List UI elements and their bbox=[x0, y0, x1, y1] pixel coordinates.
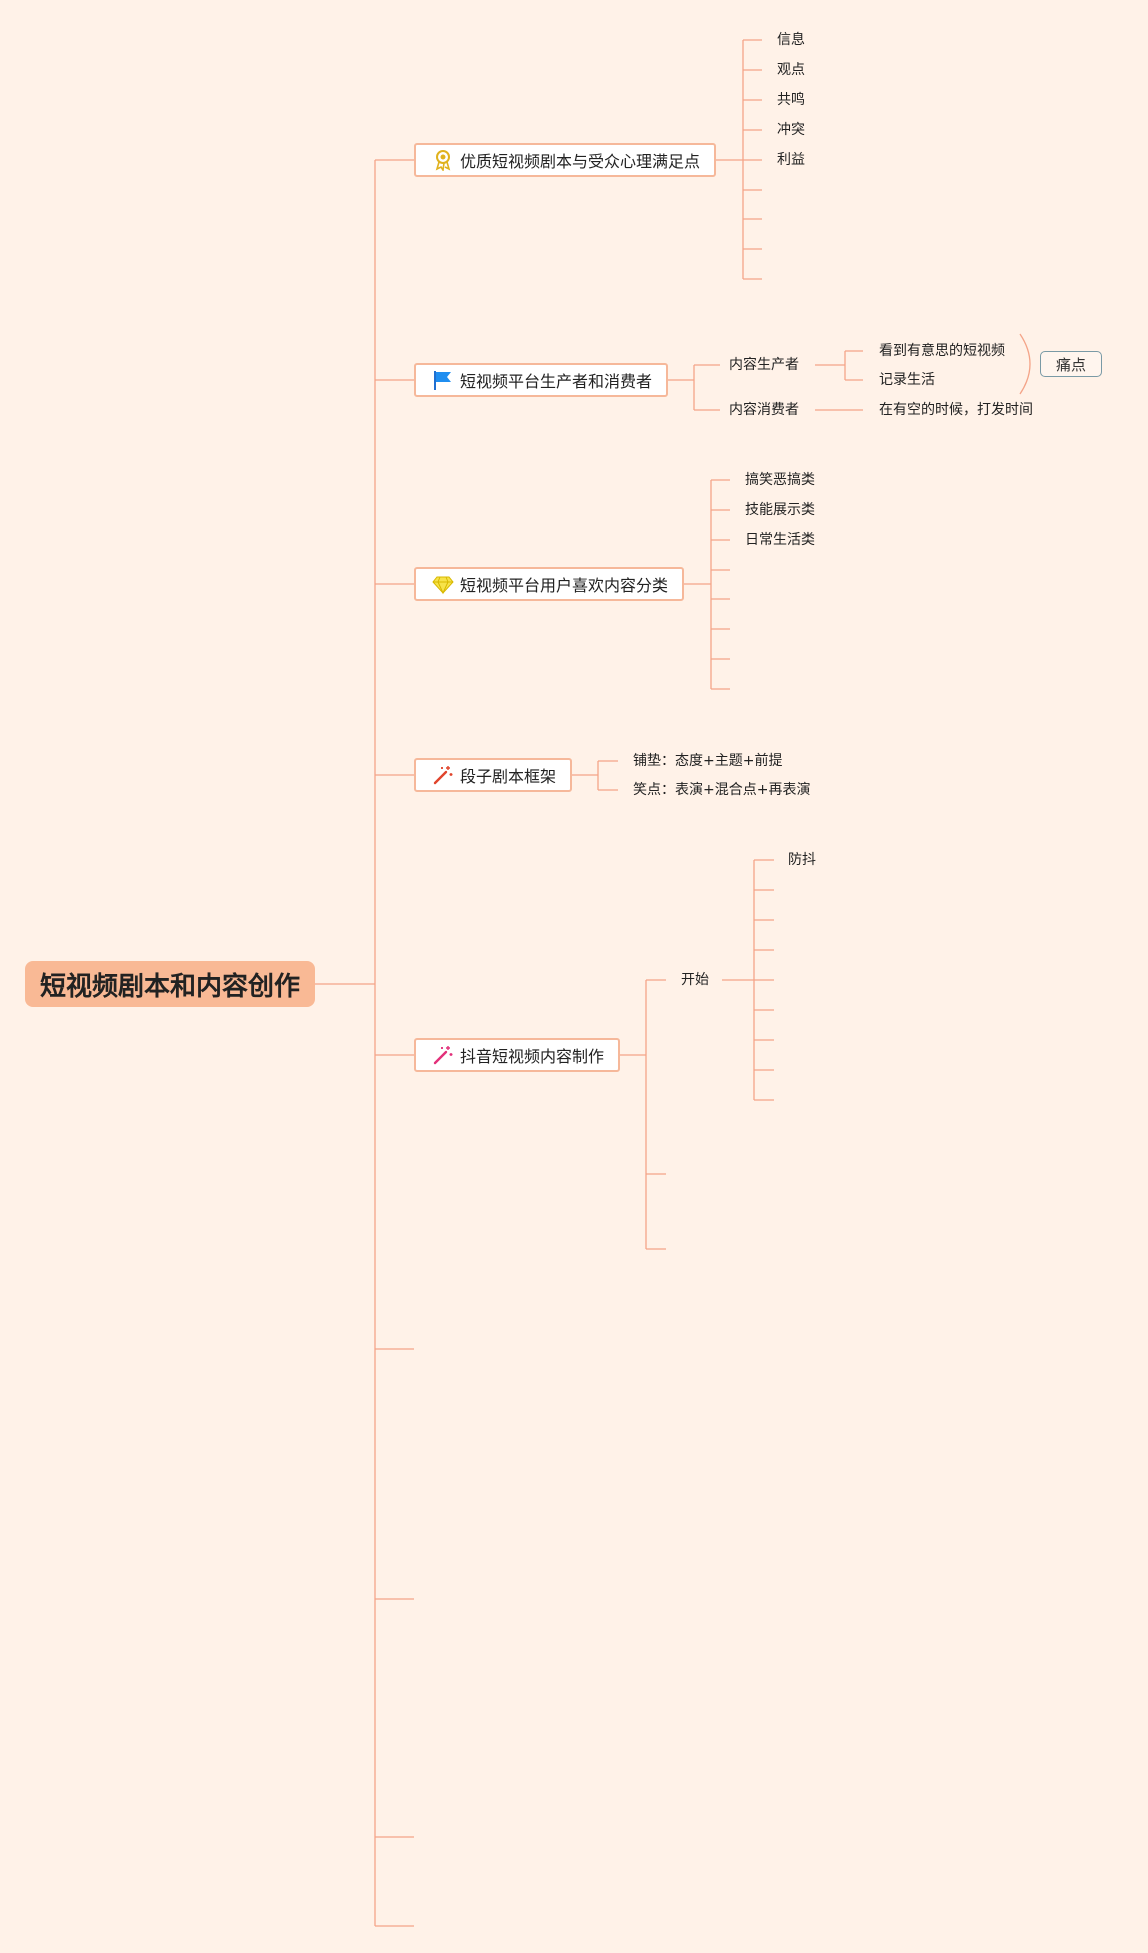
list-item[interactable]: 笑点：表演+混合点+再表演 bbox=[633, 782, 811, 798]
magic-wand-pink-icon bbox=[432, 1044, 454, 1066]
list-item[interactable]: 冲突 bbox=[777, 122, 805, 138]
branch-douyin-production[interactable]: 抖音短视频内容制作 bbox=[414, 1038, 621, 1072]
branch-label: 抖音短视频内容制作 bbox=[460, 1047, 605, 1066]
list-item[interactable]: 铺垫：态度+主题+前提 bbox=[633, 753, 783, 769]
list-item[interactable]: 观点 bbox=[777, 62, 805, 78]
award-ribbon-icon bbox=[432, 149, 454, 173]
branch-label: 短视频平台用户喜欢内容分类 bbox=[460, 576, 669, 595]
list-item[interactable]: 看到有意思的短视频 bbox=[879, 343, 1005, 359]
diamond-icon bbox=[432, 573, 454, 595]
magic-wand-icon bbox=[432, 764, 454, 786]
root-topic[interactable]: 短视频剧本和内容创作 bbox=[25, 961, 315, 1007]
list-item[interactable]: 日常生活类 bbox=[745, 532, 815, 548]
branch-label: 优质短视频剧本与受众心理满足点 bbox=[460, 152, 701, 171]
list-item[interactable]: 记录生活 bbox=[879, 372, 935, 388]
list-item[interactable]: 信息 bbox=[777, 32, 805, 48]
summary-label: 痛点 bbox=[1055, 355, 1086, 374]
list-item[interactable]: 共鸣 bbox=[777, 92, 805, 108]
branch-quality-script[interactable]: 优质短视频剧本与受众心理满足点 bbox=[414, 143, 717, 177]
branch-producers-consumers[interactable]: 短视频平台生产者和消费者 bbox=[414, 363, 669, 397]
start-node[interactable]: 开始 bbox=[681, 972, 709, 988]
list-item[interactable]: 利益 bbox=[777, 152, 805, 168]
branch-content-categories[interactable]: 短视频平台用户喜欢内容分类 bbox=[414, 567, 685, 601]
list-item[interactable]: 搞笑恶搞类 bbox=[745, 472, 815, 488]
branch-label: 短视频平台生产者和消费者 bbox=[460, 372, 653, 391]
branch-joke-script-frame[interactable]: 段子剧本框架 bbox=[414, 758, 573, 792]
list-item[interactable]: 防抖 bbox=[788, 852, 816, 868]
list-item[interactable]: 技能展示类 bbox=[745, 502, 815, 518]
consumer-node[interactable]: 内容消费者 bbox=[729, 402, 799, 418]
blue-flag-icon bbox=[432, 369, 454, 391]
list-item[interactable]: 在有空的时候，打发时间 bbox=[879, 402, 1033, 418]
producer-node[interactable]: 内容生产者 bbox=[729, 357, 799, 373]
branch-label: 段子剧本框架 bbox=[460, 767, 557, 786]
summary-tag-pain-point[interactable]: 痛点 bbox=[1040, 351, 1102, 377]
root-topic-label: 短视频剧本和内容创作 bbox=[39, 971, 300, 1002]
